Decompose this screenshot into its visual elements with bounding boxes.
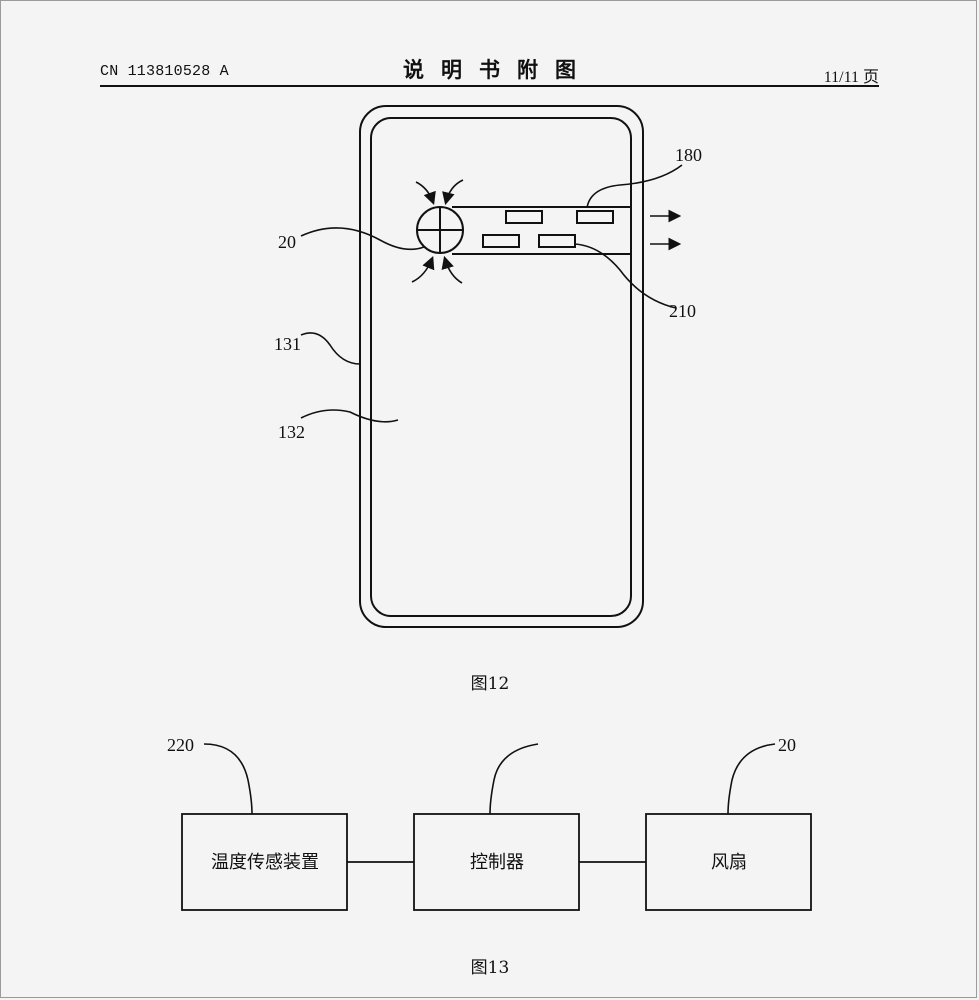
figure12-caption: 图12: [471, 674, 510, 694]
component-rect-4: [538, 234, 576, 248]
leader-220: [203, 743, 253, 815]
label-180: 180: [675, 145, 702, 165]
housing-outer-131: [359, 105, 644, 628]
block-text-fan: 风扇: [711, 852, 747, 873]
header-rule: [100, 85, 879, 87]
figure12-drawing: [300, 105, 683, 628]
leader-132: [300, 409, 399, 423]
leader-180: [586, 164, 683, 209]
figure13-drawing: [181, 743, 812, 911]
component-rect-1: [505, 210, 543, 224]
label-132: 132: [278, 422, 305, 442]
label-20-fig13: 20: [778, 735, 796, 755]
leader-20-fig13: [727, 743, 776, 815]
figure13-caption: 图13: [471, 958, 510, 978]
block-text-controller: 控制器: [470, 852, 524, 873]
leader-210: [574, 243, 677, 309]
label-20-fig12: 20: [278, 232, 296, 252]
publication-number: CN 113810528 A: [100, 63, 229, 80]
intake-arrow-top-left: [415, 181, 436, 206]
leader-controller: [489, 743, 539, 815]
section-title: 说明书附图: [403, 58, 593, 82]
intake-arrow-bottom-right: [441, 255, 463, 284]
component-rect-2: [576, 210, 614, 224]
intake-arrow-bottom-left: [411, 256, 435, 283]
housing-inner-132: [370, 117, 632, 617]
page-indicator: 11/11 页: [823, 69, 879, 86]
leader-20: [300, 227, 425, 251]
label-131: 131: [274, 334, 301, 354]
leader-131: [300, 332, 361, 365]
label-210: 210: [669, 301, 696, 321]
component-rect-3: [482, 234, 520, 248]
label-220: 220: [167, 735, 194, 755]
intake-arrow-top-right: [442, 179, 464, 206]
block-text-temperature-sensor: 温度传感装置: [211, 852, 319, 873]
